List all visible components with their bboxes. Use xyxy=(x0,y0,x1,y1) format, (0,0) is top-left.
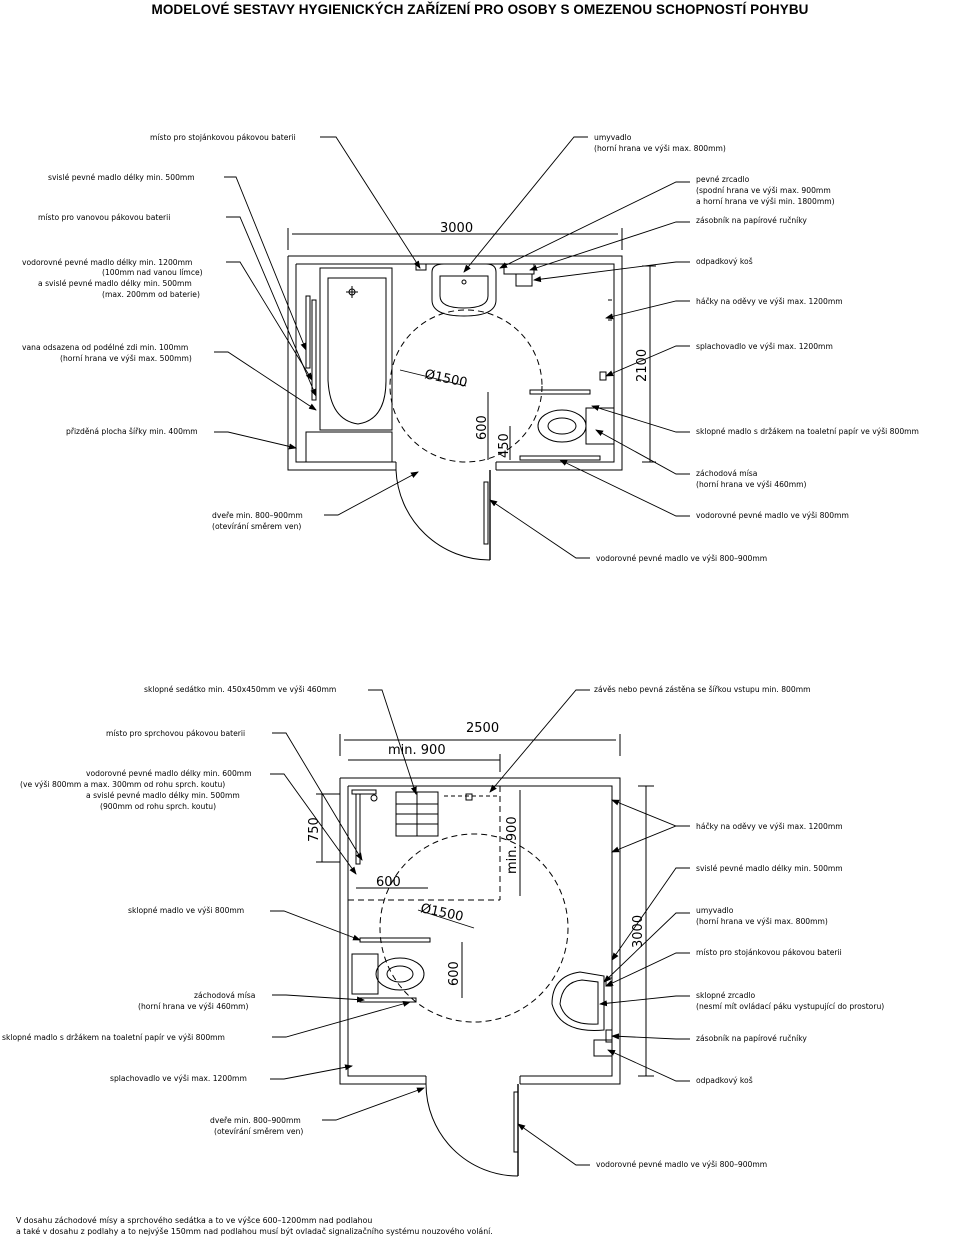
toilet xyxy=(537,407,615,445)
label-horizontal-bar-800: vodorovné pevné madlo ve výši 800mm xyxy=(696,511,849,520)
label-washbasin-2: umyvadlo xyxy=(696,906,734,915)
label-horizontal-bar-800-900-2: vodorovné pevné madlo ve výši 800–900mm xyxy=(596,1160,767,1169)
waste-bin xyxy=(515,273,533,287)
label-washbasin: umyvadlo xyxy=(594,133,632,142)
folding-grab-bar-paper xyxy=(359,997,417,1003)
label-line: (otevírání směrem ven) xyxy=(212,522,301,531)
washbasin-2 xyxy=(551,971,605,1031)
dim-turning-circle: Ø1500 xyxy=(423,367,468,391)
label-flush: splachovadlo ve výši max. 1200mm xyxy=(696,342,833,351)
label-folding-bar-800: sklopné madlo ve výši 800mm xyxy=(128,906,244,915)
label-line: a svislé pevné madlo délky min. 500mm xyxy=(86,791,240,800)
label-line: (ve výši 800mm a max. 300mm od rohu sprc… xyxy=(20,780,225,789)
label-line: (max. 200mm od baterie) xyxy=(102,290,200,299)
toilet-2 xyxy=(351,953,425,995)
bathtub xyxy=(305,267,393,463)
dim-depth-2100: 2100 xyxy=(635,349,650,382)
towel-dispenser xyxy=(503,263,535,275)
label-horizontal-bar-1200: vodorovné pevné madlo délky min. 1200mm xyxy=(22,258,192,267)
dim-750: 750 xyxy=(307,817,322,842)
label-horizontal-bar-800-900: vodorovné pevné madlo ve výši 800–900mm xyxy=(596,554,767,563)
footer-line-1: V dosahu záchodové mísy a sprchového sed… xyxy=(16,1216,373,1225)
door-plan1 xyxy=(395,469,491,561)
label-vertical-bar-500-2: svislé pevné madlo délky min. 500mm xyxy=(696,864,843,873)
label-towel-dispenser: zásobník na papírové ručníky xyxy=(696,216,807,225)
label-mirror: pevné zrcadlo xyxy=(696,175,750,184)
door-plan2 xyxy=(425,1083,519,1177)
plan-shower-room xyxy=(316,734,654,1177)
label-line: (100mm nad vanou límce) xyxy=(102,268,203,277)
dim-turning-circle-2: Ø1500 xyxy=(419,901,464,925)
label-vertical-bar-500: svislé pevné madlo délky min. 500mm xyxy=(48,173,195,182)
turning-circle xyxy=(389,309,543,463)
label-line: (horní hrana ve výši 460mm) xyxy=(696,480,807,489)
footer-note: V dosahu záchodové mísy a sprchového sed… xyxy=(16,1215,493,1237)
dim-width-2500: 2500 xyxy=(466,721,499,736)
label-line: (spodní hrana ve výši max. 900mm xyxy=(696,186,831,195)
label-shower-faucet-place: místo pro sprchovou pákovou baterii xyxy=(106,729,245,738)
turning-circle-2 xyxy=(379,833,569,1023)
horizontal-grab-bar-800 xyxy=(519,455,601,461)
label-line: (horní hrana ve výši max. 500mm) xyxy=(60,354,192,363)
dim-600-vertical: 600 xyxy=(447,961,462,986)
dim-width-3000: 3000 xyxy=(440,221,473,236)
label-waste-bin-2: odpadkový koš xyxy=(696,1076,753,1085)
label-basin-faucet-place: místo pro stojánkovou pákovou baterii xyxy=(150,133,296,142)
label-line: (otevírání směrem ven) xyxy=(214,1127,303,1136)
label-towel-dispenser-2: zásobník na papírové ručníky xyxy=(696,1034,807,1043)
horizontal-grab-bar xyxy=(311,299,317,401)
label-toilet-bowl-2: záchodová mísa xyxy=(194,991,255,1000)
label-flush-2: splachovadlo ve výši max. 1200mm xyxy=(110,1074,247,1083)
dim-600: 600 xyxy=(475,415,490,440)
label-horizontal-bar-600: vodorovné pevné madlo délky min. 600mm xyxy=(86,769,252,778)
label-tub-faucet-place: místo pro vanovou pákovou baterii xyxy=(38,213,170,222)
dim-450: 450 xyxy=(497,433,512,458)
label-line: (horní hrana ve výši max. 800mm) xyxy=(696,917,828,926)
label-line: a svislé pevné madlo délky min. 500mm xyxy=(38,279,192,288)
dim-depth-3000: 3000 xyxy=(631,915,646,948)
page-title: MODELOVÉ SESTAVY HYGIENICKÝCH ZAŘÍZENÍ P… xyxy=(151,2,809,17)
label-toilet-bowl: záchodová mísa xyxy=(696,469,757,478)
label-folding-bar-paper-2: sklopné madlo s držákem na toaletní papí… xyxy=(2,1033,225,1042)
folding-grab-bar xyxy=(359,937,431,943)
label-tilting-mirror: sklopné zrcadlo xyxy=(696,991,756,1000)
shower-seat xyxy=(395,791,439,837)
label-line: (900mm od rohu sprch. koutu) xyxy=(100,802,216,811)
label-bricked-area: přizděná plocha šířky min. 400mm xyxy=(66,427,198,436)
dim-min-900-vertical: min. 900 xyxy=(505,816,520,874)
folding-grab-bar xyxy=(529,389,591,395)
label-basin-faucet-place-2: místo pro stojánkovou pákovou baterii xyxy=(696,948,842,957)
plan2-leaders xyxy=(270,689,690,1166)
label-waste-bin: odpadkový koš xyxy=(696,257,753,266)
label-line: (nesmí mít ovládací páku vystupující do … xyxy=(696,1002,884,1011)
waste-bin-2 xyxy=(593,1039,613,1057)
label-line: (horní hrana ve výši max. 800mm) xyxy=(594,144,726,153)
plan-bathroom-with-tub xyxy=(287,228,656,561)
vertical-grab-bar xyxy=(305,295,311,369)
dim-600-horizontal: 600 xyxy=(376,875,401,890)
label-line: (horní hrana ve výši 460mm) xyxy=(138,1002,249,1011)
dim-min-900: min. 900 xyxy=(388,743,446,758)
label-folding-bar-paper: sklopné madlo s držákem na toaletní papí… xyxy=(696,427,919,436)
label-line: a horní hrana ve výši min. 1800mm) xyxy=(696,197,835,206)
label-curtain: závěs nebo pevná zástěna se šířkou vstup… xyxy=(594,685,811,694)
label-door: dveře min. 800–900mm xyxy=(212,511,303,520)
label-tub-offset: vana odsazena od podélné zdi min. 100mm xyxy=(22,343,188,352)
label-hooks: háčky na oděvy ve výši max. 1200mm xyxy=(696,297,843,306)
label-door-2: dveře min. 800–900mm xyxy=(210,1116,301,1125)
label-folding-seat: sklopné sedátko min. 450x450mm ve výši 4… xyxy=(144,685,336,694)
footer-line-2: a také v dosahu z podlahy a to nejvýše 1… xyxy=(16,1227,493,1236)
label-hooks-2: háčky na oděvy ve výši max. 1200mm xyxy=(696,822,843,831)
plan1-leaders xyxy=(214,136,690,559)
washbasin xyxy=(431,263,497,317)
